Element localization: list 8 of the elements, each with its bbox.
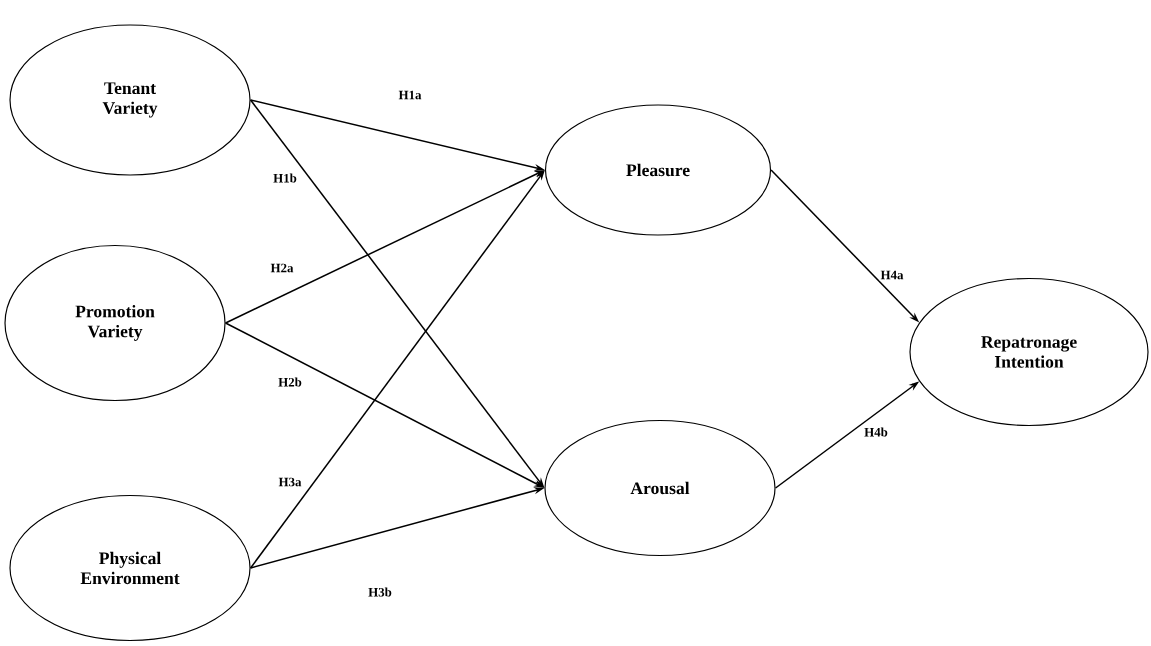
edge-label: H2b bbox=[277, 376, 303, 388]
edge-label: H4b bbox=[863, 426, 889, 438]
edge-label: H3a bbox=[277, 476, 303, 488]
edge-label: H1a bbox=[397, 89, 423, 101]
edge-label: H3b bbox=[367, 586, 393, 598]
edge-label: H4a bbox=[879, 269, 905, 281]
edge-label: H2a bbox=[269, 262, 295, 274]
edge-label: H1b bbox=[272, 172, 298, 184]
